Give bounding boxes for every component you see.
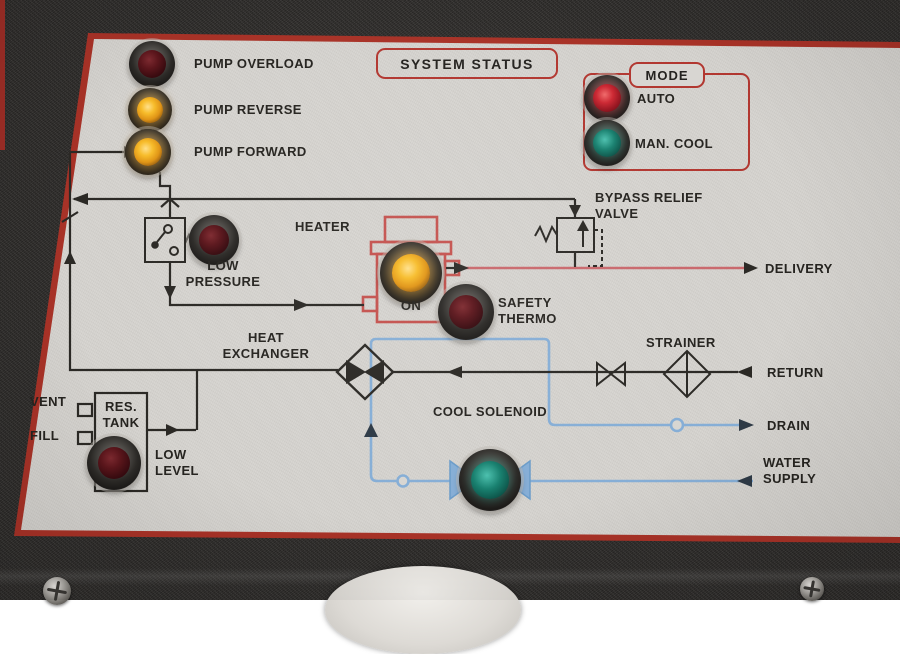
- label-auto: AUTO: [637, 91, 676, 106]
- lamp-cool-solenoid: [459, 449, 521, 511]
- label-pump-reverse: PUMP REVERSE: [194, 102, 302, 117]
- label-res-tank: RES. TANK: [102, 399, 140, 431]
- delivery-line: [464, 262, 758, 274]
- lamp-low-pressure: [189, 215, 239, 265]
- strainer-symbol: [662, 349, 712, 399]
- lamp-lens: [137, 49, 167, 79]
- mode-label-box: MODE: [629, 62, 705, 88]
- lamp-pump-forward: [125, 129, 171, 175]
- lamp-lens: [97, 446, 131, 480]
- lamp-pump-overload: [129, 41, 175, 87]
- system-status-title-box: SYSTEM STATUS: [376, 48, 558, 79]
- lamp-heater-on: [380, 242, 442, 304]
- label-pump-overload: PUMP OVERLOAD: [194, 56, 314, 71]
- lamp-lens: [592, 83, 622, 113]
- lamp-safety-thermo: [438, 284, 494, 340]
- label-pump-forward: PUMP FORWARD: [194, 144, 307, 159]
- lamp-lens: [592, 128, 622, 158]
- label-vent: VENT: [30, 394, 67, 409]
- mode-label: MODE: [645, 67, 689, 83]
- label-fill: FILL: [30, 428, 60, 443]
- page-title: SYSTEM STATUS: [400, 55, 534, 72]
- label-return: RETURN: [767, 365, 824, 380]
- bottom-nameplate-oval: [325, 566, 521, 654]
- label-low-pressure: LOW PRESSURE: [185, 258, 261, 290]
- water-flow-arrows: [364, 419, 754, 487]
- label-drain: DRAIN: [767, 418, 811, 433]
- label-delivery: DELIVERY: [765, 261, 833, 276]
- label-heater: HEATER: [295, 219, 350, 234]
- lamp-low-level: [87, 436, 141, 490]
- bypass-relief-valve-symbol: [534, 217, 603, 267]
- label-bypass-relief-valve: BYPASS RELIEF VALVE: [595, 190, 703, 222]
- relief-valve-arrow: [577, 220, 589, 231]
- label-strainer: STRAINER: [646, 335, 716, 350]
- heat-exchanger-symbol: [335, 343, 395, 401]
- lamp-lens: [133, 137, 163, 167]
- label-low-level: LOW LEVEL: [155, 447, 199, 479]
- mounting-screw-left: [43, 577, 71, 605]
- lamp-lens: [448, 294, 484, 330]
- label-heater-on: ON: [400, 298, 422, 313]
- lamp-lens: [392, 254, 430, 292]
- label-man-cool: MAN. COOL: [635, 136, 713, 151]
- lamp-lens: [136, 96, 164, 124]
- cooling-water-lines: [369, 337, 753, 488]
- return-shutoff-valve-symbol: [596, 360, 626, 388]
- label-safety-thermo: SAFETY THERMO: [498, 295, 557, 327]
- photo-edge-red-stripe: [0, 0, 5, 150]
- label-water-supply: WATER SUPPLY: [763, 455, 817, 487]
- lamp-man-cool: [584, 120, 630, 166]
- pressure-switch-symbol: [144, 217, 186, 263]
- label-cool-solenoid: COOL SOLENOID: [432, 404, 548, 419]
- mounting-screw-right: [800, 577, 824, 601]
- label-heat-exchanger: HEAT EXCHANGER: [222, 330, 310, 362]
- lamp-lens: [471, 461, 509, 499]
- lamp-lens: [198, 224, 230, 256]
- lamp-pump-reverse: [128, 88, 172, 132]
- lamp-auto: [584, 75, 630, 121]
